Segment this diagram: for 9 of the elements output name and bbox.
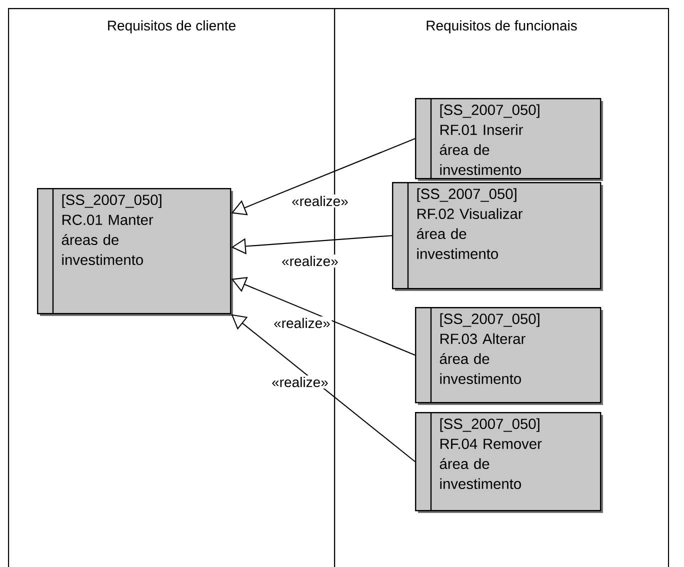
requirement-box: [SS_2007_050] RC.01 Manter áreas de investimento — [37, 188, 233, 316]
edge-label: «realize» — [270, 376, 330, 388]
requirement-box: [SS_2007_050] RF.01 Inserir área de investimento — [415, 98, 603, 181]
requirement-box: [SS_2007_050] RF.04 Remover área de investimento — [415, 412, 603, 513]
edge-label: «realize» — [272, 316, 332, 330]
edge-label: «realize» — [290, 194, 350, 208]
edge-label: «realize» — [280, 254, 340, 268]
requirement-box: [SS_2007_050] RF.02 Visualizar área de investimento — [392, 182, 603, 291]
requirement-box: [SS_2007_050] RF.03 Alterar área de investimento — [415, 307, 603, 405]
